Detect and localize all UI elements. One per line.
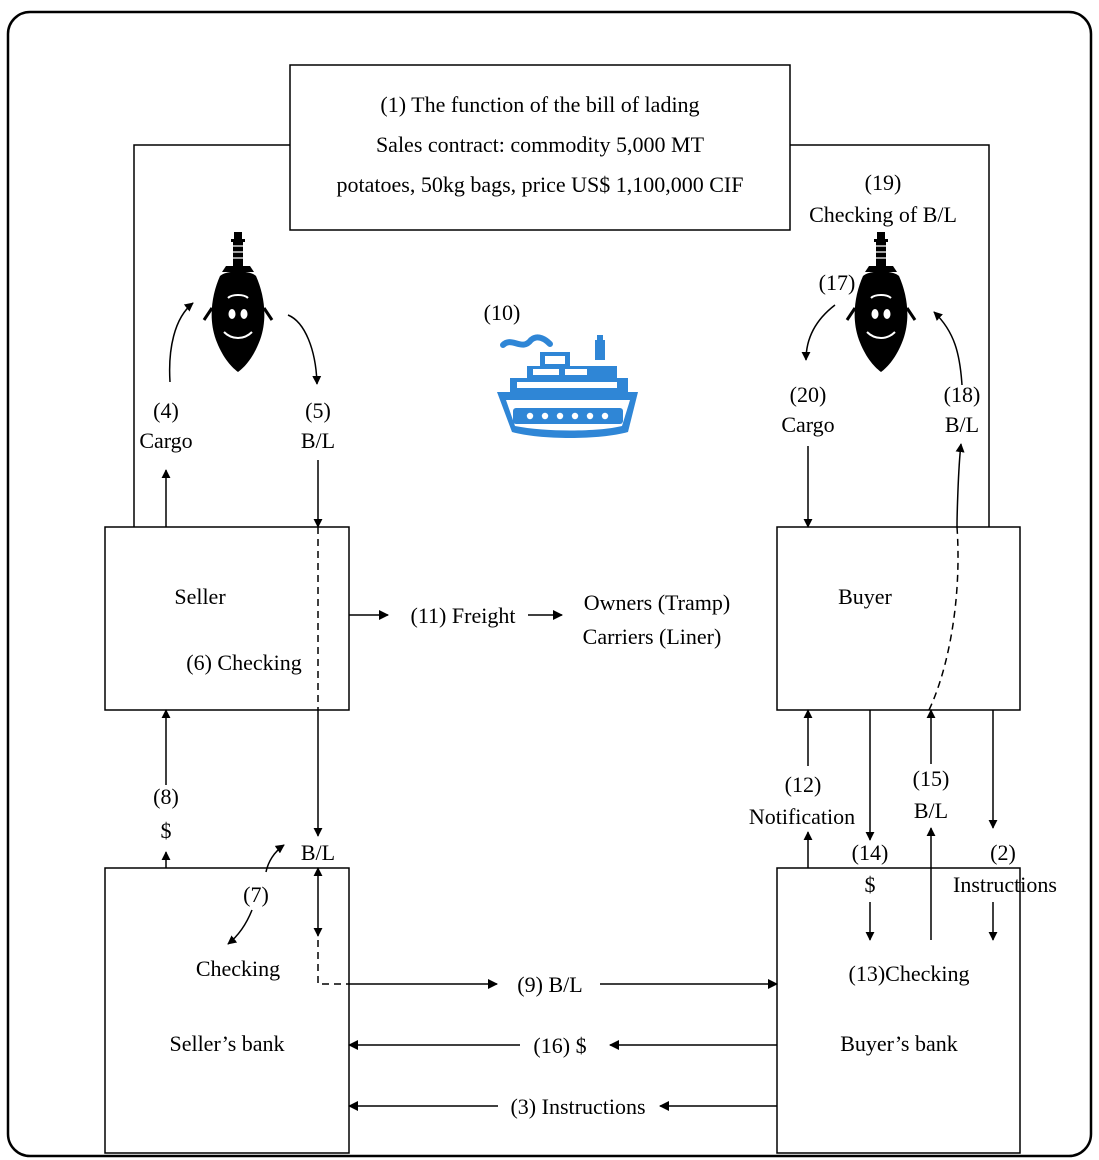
- contract-seller-link: [134, 145, 290, 527]
- contract-line-2: Sales contract: commodity 5,000 MT: [376, 132, 705, 157]
- cargo-4-label: Cargo: [139, 428, 192, 453]
- cargo-20-number: (20): [790, 382, 827, 407]
- cargo-to-ship-curve: [170, 303, 193, 382]
- contract-line-3: potatoes, 50kg bags, price US$ 1,100,000…: [337, 172, 744, 197]
- instructions-2-label: Instructions: [953, 872, 1057, 897]
- bl-18-label: B/L: [945, 412, 979, 437]
- bl-18-to-ship-curve: [934, 312, 962, 385]
- bl-9-label: (9) B/L: [517, 972, 582, 997]
- dollar-8-number: (8): [153, 784, 179, 809]
- buyers-bank-label: Buyer’s bank: [840, 1031, 958, 1056]
- carriers-liner-label: Carriers (Liner): [583, 624, 722, 649]
- ship-silhouette-icon: [204, 232, 272, 372]
- bl-18-line-up: [957, 444, 961, 527]
- dollar-14-number: (14): [852, 840, 889, 865]
- ship-silhouette-icon: [847, 232, 915, 372]
- dollar-8-label: $: [161, 818, 172, 843]
- checking-7-number: (7): [243, 882, 269, 907]
- seller-box: [105, 527, 349, 710]
- bl-15-label: B/L: [914, 798, 948, 823]
- buyers-bank-box: [777, 868, 1020, 1153]
- sellers-bank-checking-label: Checking: [196, 956, 280, 981]
- label-17: (17): [819, 270, 856, 295]
- cargo-20-label: Cargo: [781, 412, 834, 437]
- bl-18-number: (18): [944, 382, 981, 407]
- bl-5-label: B/L: [301, 428, 335, 453]
- bl-mid-label: B/L: [301, 840, 335, 865]
- dollar-16-label: (16) $: [533, 1033, 586, 1058]
- instructions-2-number: (2): [990, 840, 1016, 865]
- bl-15-number: (15): [913, 766, 950, 791]
- ship-label-10: (10): [484, 300, 521, 325]
- sellers-bank-box: [105, 868, 349, 1153]
- checking-19-number: (19): [865, 170, 902, 195]
- cargo-ship-icon: [497, 335, 638, 438]
- notification-12-number: (12): [785, 772, 822, 797]
- buyer-label: Buyer: [838, 584, 892, 609]
- instructions-3-label: (3) Instructions: [510, 1094, 645, 1119]
- checking-19-label: Checking of B/L: [809, 202, 957, 227]
- ship-to-bl-curve: [288, 315, 317, 384]
- notification-12-label: Notification: [749, 804, 855, 829]
- contract-title: (1) The function of the bill of lading: [380, 92, 699, 117]
- owners-tramp-label: Owners (Tramp): [584, 590, 730, 615]
- sellers-bank-label: Seller’s bank: [169, 1031, 284, 1056]
- seller-checking-label: (6) Checking: [186, 650, 301, 675]
- buyer-box: [777, 527, 1020, 710]
- dollar-14-label: $: [865, 872, 876, 897]
- cargo-4-number: (4): [153, 398, 179, 423]
- ship-to-cargo-20-curve: [806, 305, 835, 360]
- buyers-bank-checking-label: (13)Checking: [849, 961, 970, 986]
- freight-11-label: (11) Freight: [411, 603, 516, 628]
- bl-5-number: (5): [305, 398, 331, 423]
- seller-label: Seller: [174, 584, 226, 609]
